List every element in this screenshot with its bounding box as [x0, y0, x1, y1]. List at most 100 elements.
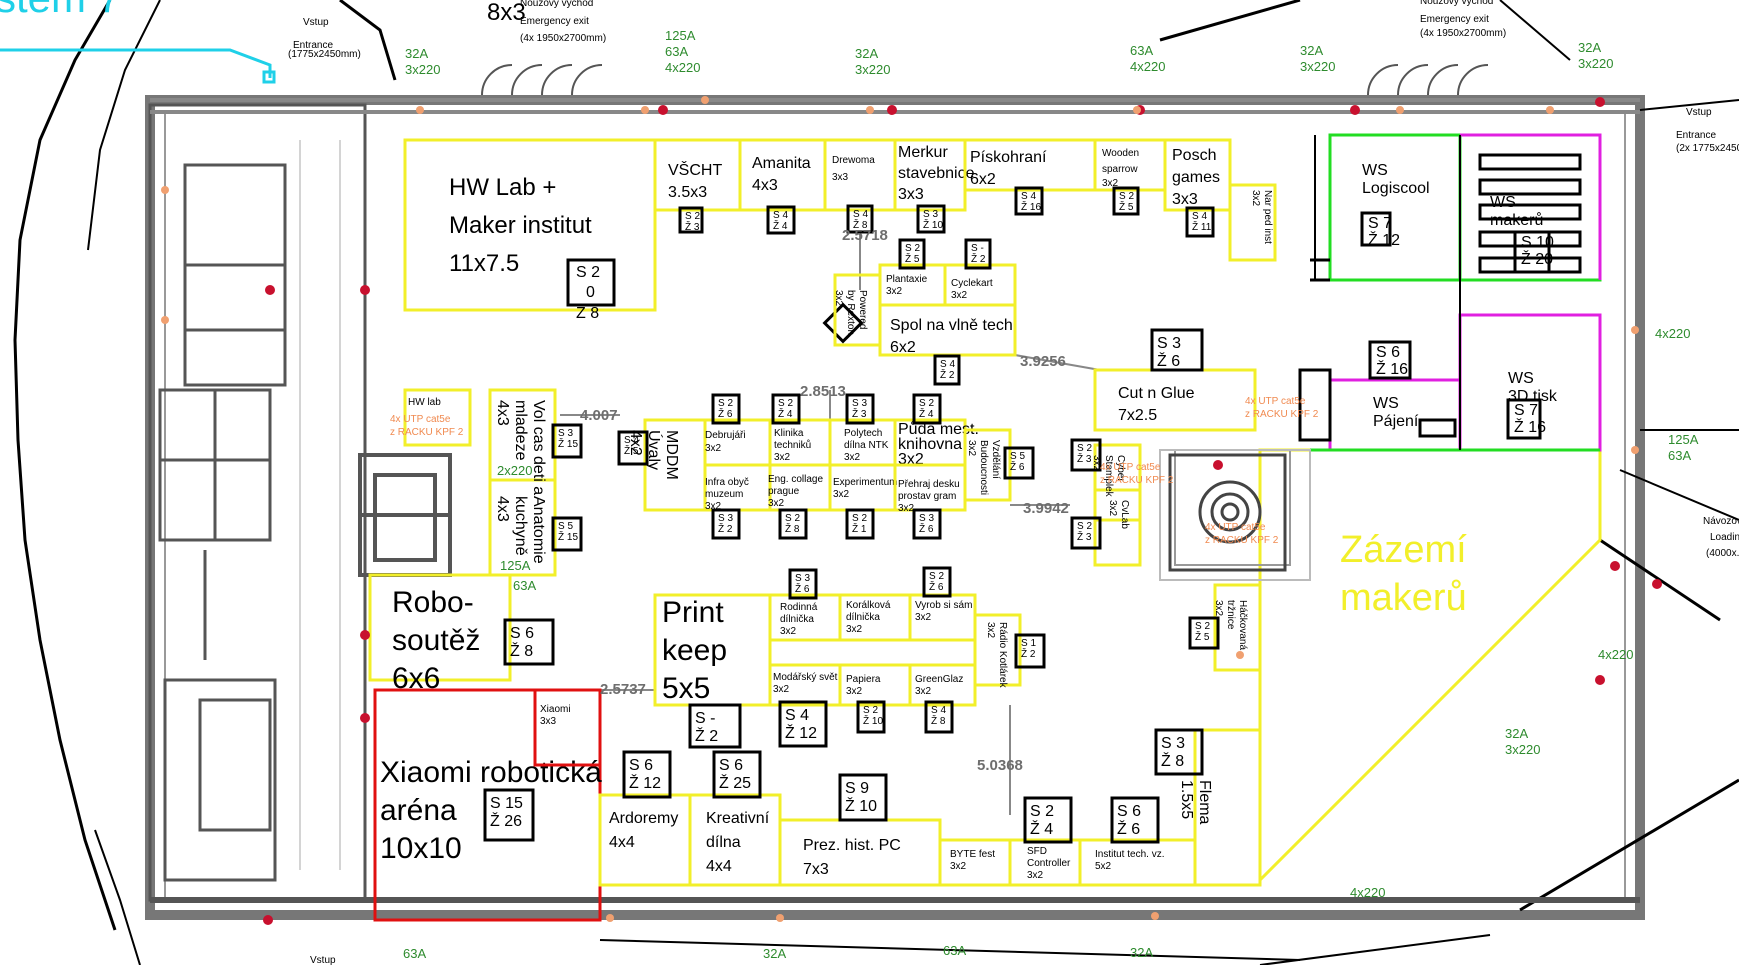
xiaomismall-label-1: Xiaomi: [540, 704, 571, 715]
vertical-label-anatomie: Anatomie: [530, 496, 547, 564]
booth-hackovana[interactable]: S 2Ž 5: [1188, 583, 1262, 672]
vertical-label-cvlab: CvLab: [1119, 500, 1130, 529]
booth-label-l2: keep: [662, 634, 727, 667]
socket-count: S 3: [923, 209, 938, 220]
booth-outline: [908, 663, 977, 707]
vertical-label-hackovana: 3x2: [1213, 600, 1224, 617]
booth-label-l2: 3x2: [846, 686, 863, 697]
socket-count: S 2: [1077, 521, 1092, 532]
booth-outline-powered: [833, 273, 882, 347]
fire-extinguisher-icon: [887, 105, 897, 115]
booth-label-l2: 6x2: [890, 339, 916, 356]
socket-box: [922, 566, 952, 598]
booth-flema[interactable]: S 3Ž 8: [1154, 728, 1262, 887]
hwlabsmall-label: HW lab: [408, 397, 441, 408]
fire-extinguisher-icon: [1610, 561, 1620, 571]
column-icon: [1546, 106, 1554, 114]
power-label: 4x220: [1350, 885, 1385, 900]
vertical-label-cyber: 3x2: [1091, 455, 1102, 472]
power-count: Ž 6: [1010, 460, 1025, 473]
socket-box: [688, 703, 742, 749]
workshop-label-1: WS: [1362, 162, 1388, 179]
labels: Vol cas deti amladeze4x3Anatomiekuchyně4…: [161, 0, 1739, 965]
booth-anatomie[interactable]: S 5Ž 15: [488, 478, 583, 577]
booth-label-l1: Prez. hist. PC: [803, 837, 901, 854]
vertical-label-volcas: mladeze: [512, 400, 529, 461]
power-line-a: 32A: [1578, 40, 1601, 55]
socket-box: [846, 204, 874, 234]
vertical-label-mddm: Úvaly: [645, 430, 664, 470]
booth-cyber[interactable]: S 2Ž 3: [1070, 438, 1142, 522]
power-count: Ž 2: [971, 252, 986, 265]
socket-count: S 4: [853, 209, 868, 220]
booth-cvlab[interactable]: S 2Ž 3: [1070, 488, 1142, 567]
vertical-label-cyber: Stamplek: [1103, 455, 1114, 498]
socket-count: S 2: [1030, 803, 1054, 820]
fire-extinguisher-icon: [1350, 105, 1360, 115]
booth-label-l1: Debrujáři: [705, 430, 746, 441]
socket-box: [1023, 796, 1073, 844]
vertical-label-cvlab: 3x2: [1107, 500, 1118, 517]
fire-extinguisher-icon: [1652, 579, 1662, 589]
booth-label-l2: muzeum: [705, 489, 743, 500]
power-label: 4x220: [1598, 647, 1633, 662]
power-line-a: 125A: [500, 558, 531, 573]
socket-count: S 4: [1192, 211, 1207, 222]
power-line-a: 32A: [405, 46, 428, 61]
socket-count: S 2: [718, 398, 733, 409]
socket-box: [898, 238, 926, 270]
booth-radio[interactable]: S 1Ž 2: [973, 613, 1046, 687]
socket-box: [1513, 230, 1551, 274]
socket-count: S 4: [773, 210, 788, 221]
booth-label-l3: 4x4: [706, 858, 732, 875]
power-count: Ž 26: [490, 811, 522, 830]
column-icon: [1631, 446, 1639, 454]
workshop-label-1: WS: [1490, 194, 1516, 211]
dimension-value: 2.8513: [800, 383, 846, 400]
socket-count: S 15: [490, 795, 523, 812]
dimension-value: 3.9942: [1023, 500, 1069, 517]
socket-count: S 7: [1368, 215, 1392, 232]
socket-count: S 4: [940, 359, 955, 370]
static-label: Nouzový východ: [520, 0, 593, 9]
